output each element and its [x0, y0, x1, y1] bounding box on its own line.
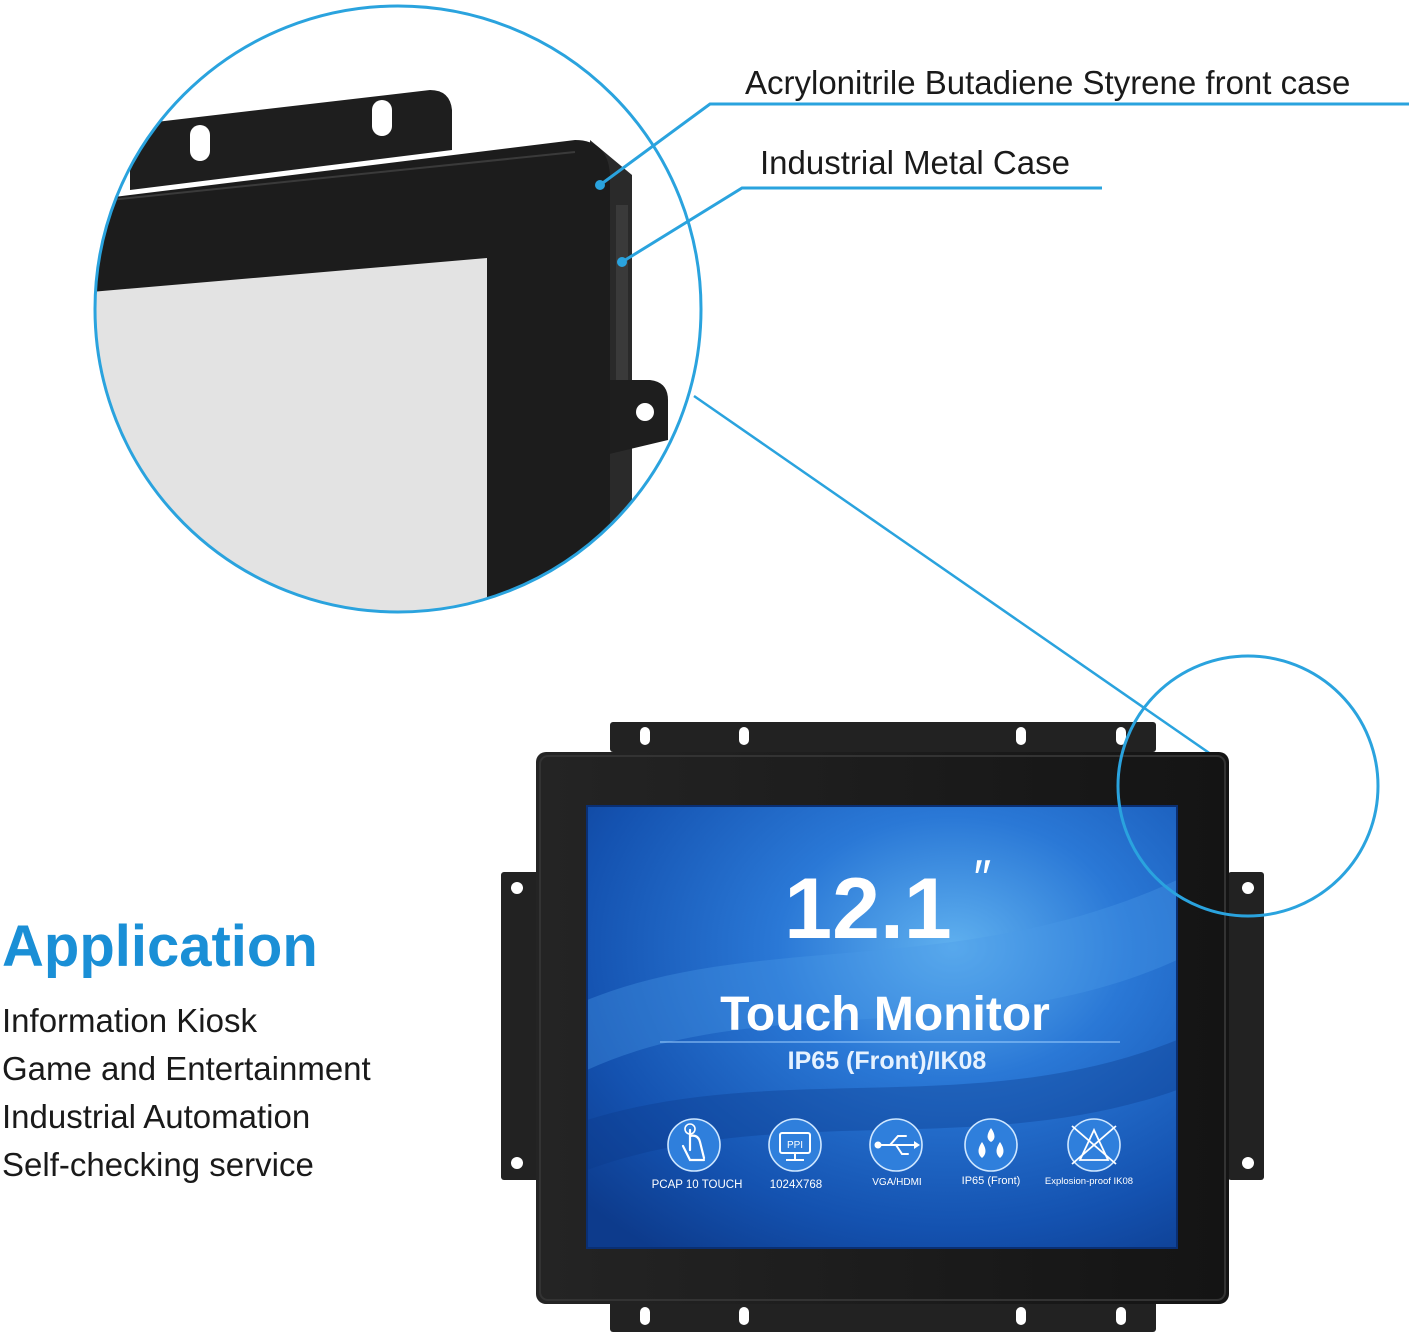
zoom-circle-outline: [93, 4, 703, 614]
application-item: Self-checking service: [2, 1146, 314, 1183]
application-item: Information Kiosk: [2, 1002, 257, 1039]
screen-size: 12.1: [784, 861, 951, 957]
top-bracket: [130, 90, 452, 190]
water-drops-icon: [964, 1118, 1018, 1172]
application-list: Information Kiosk Game and Entertainment…: [2, 1000, 371, 1192]
callout-abs-front-case: Acrylonitrile Butadiene Styrene front ca…: [745, 64, 1351, 101]
bracket-hole: [636, 403, 654, 421]
zoom-screen: [95, 258, 487, 612]
screen-inch-mark: ″: [971, 850, 991, 906]
feature-label: PCAP 10 TOUCH: [652, 1179, 743, 1191]
application-item: Industrial Automation: [2, 1098, 311, 1135]
monitor-top-bracket: [610, 722, 1156, 752]
bracket-slot: [372, 100, 392, 136]
monitor-bottom-bracket: [610, 1300, 1156, 1332]
zoom-detail: [95, 6, 701, 612]
feature-label: VGA/HDMI: [872, 1177, 921, 1188]
feature-label: IP65 (Front): [962, 1175, 1021, 1187]
ppi-icon-text: PPI: [787, 1140, 803, 1151]
monitor: 12.1 ″ Touch Monitor IP65 (Front)/IK08 P…: [501, 722, 1264, 1332]
application-item: Game and Entertainment: [2, 1050, 371, 1087]
explosion-proof-icon: [1067, 1118, 1121, 1172]
corner-highlight-circle: [1116, 654, 1380, 918]
touch-hand-icon: [667, 1118, 721, 1172]
monitor-screen: [587, 806, 1177, 1248]
callout-lines: [595, 102, 1409, 768]
application-heading: Application: [2, 914, 318, 979]
feature-icons: PPI: [667, 1118, 1121, 1172]
callout-metal-case: Industrial Metal Case: [760, 144, 1070, 181]
bracket-slot: [190, 125, 210, 161]
feature-label: Explosion-proof IK08: [1045, 1176, 1133, 1187]
side-bracket: [605, 380, 668, 455]
screen-subtitle: IP65 (Front)/IK08: [788, 1047, 987, 1075]
ppi-monitor-icon: PPI: [768, 1118, 822, 1172]
usb-icon: [869, 1118, 923, 1172]
feature-label: 1024X768: [770, 1179, 822, 1191]
monitor-left-bracket: [501, 872, 539, 1180]
screen-title: Touch Monitor: [720, 988, 1050, 1041]
monitor-right-bracket: [1228, 872, 1264, 1180]
